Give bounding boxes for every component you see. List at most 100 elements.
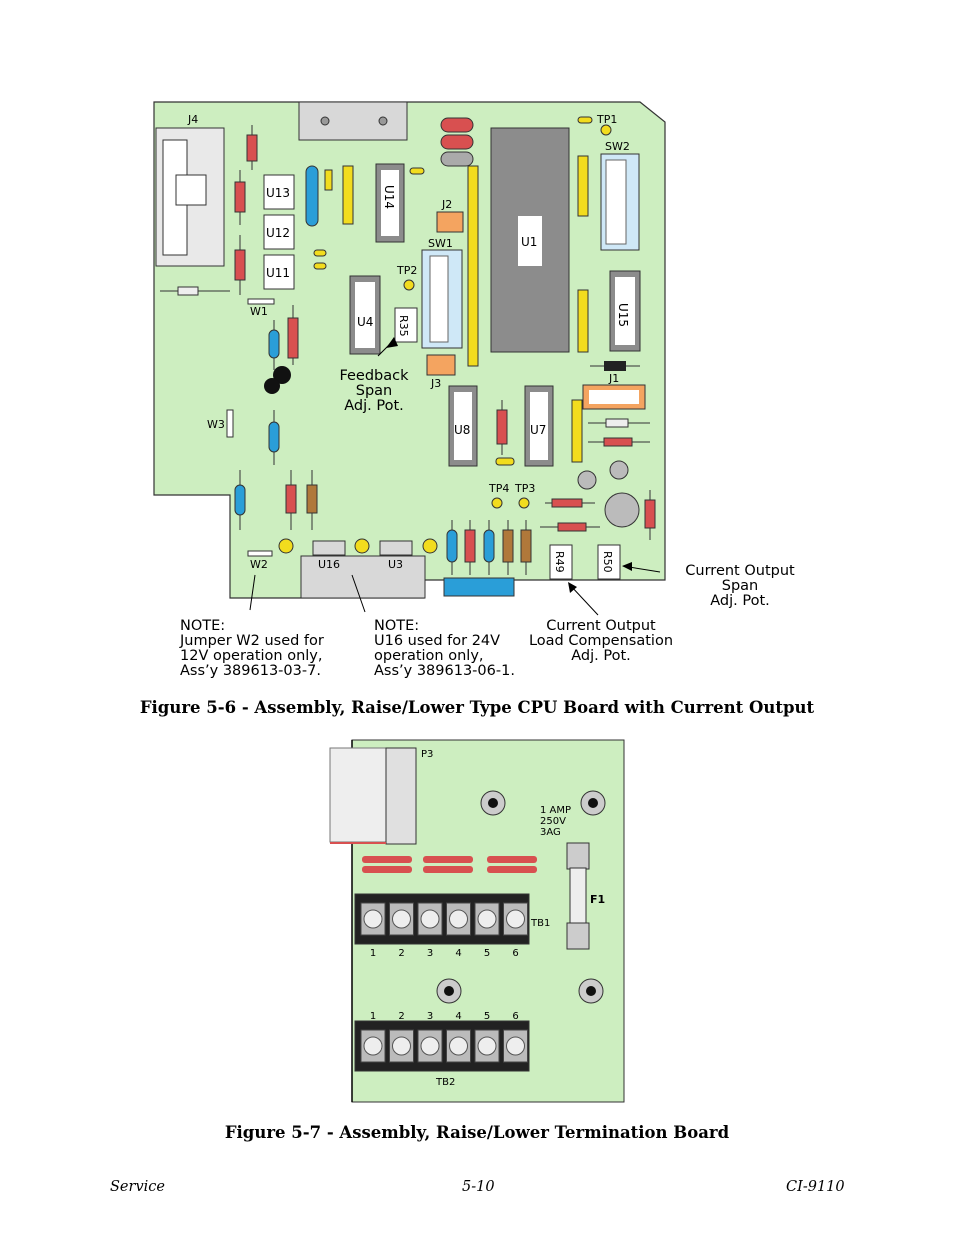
note-w2-4: Ass’y 389613-03-7. [180,663,321,679]
tb2-terminal-number: 6 [512,1011,518,1022]
u16-u3-regulators: U16 U3 [300,540,426,599]
svg-text:U3: U3 [388,558,403,571]
tb1-screw-head-3 [420,909,440,929]
r50-pot: R50 [597,544,621,580]
footer-doc-id: CI-9110 [786,1179,845,1195]
tb2-terminal-number: 2 [398,1011,404,1022]
j2-connector: J2 [436,198,464,233]
round-part-3 [604,492,640,528]
r49-pot: R49 [549,544,573,580]
svg-text:F1: F1 [590,893,605,906]
u4-chip: U4 [349,275,381,355]
sw2-dip-switch: SW2 [600,140,640,251]
lower-left-resistors [285,470,532,575]
load-callout-1: Current Output [546,618,656,634]
svg-text:R35: R35 [397,315,410,337]
svg-text:U8: U8 [454,423,470,437]
u13-chip: U13 [263,174,295,210]
j4-label: J4 [187,113,198,126]
svg-text:TP4: TP4 [488,482,509,495]
svg-text:TP3: TP3 [514,482,535,495]
feedback-callout-2: Span [356,383,392,399]
tb1-terminal-number: 1 [370,948,376,959]
svg-text:TB1: TB1 [530,918,550,929]
u15-chip: U15 [609,270,641,352]
tb1-terminal-number: 5 [484,948,490,959]
red-resistor-arrays [362,856,537,873]
top-heatsink [298,101,408,141]
diode [604,361,626,371]
svg-text:TP2: TP2 [396,264,417,277]
note-w2-3: 12V operation only, [180,648,323,664]
note-w2-2: Jumper W2 used for [179,633,324,649]
svg-text:R50: R50 [601,551,614,573]
svg-text:SW2: SW2 [605,140,630,153]
svg-text:U1: U1 [521,235,537,249]
u7-chip: U7 [524,385,554,467]
svg-text:U12: U12 [266,226,290,240]
tb1-terminal-number: 6 [512,948,518,959]
tb1-terminal-number: 4 [455,948,461,959]
footer-section: Service [110,1179,165,1195]
u11-chip: U11 [263,254,295,290]
u8-chip: U8 [448,385,478,467]
mounting-holes [436,790,606,1004]
note-u16-4: Ass’y 389613-06-1. [374,663,515,679]
svg-text:U7: U7 [530,423,546,437]
red-oval-parts [440,117,474,167]
tb2-screw-head-2 [392,1036,411,1056]
feedback-callout-1: Feedback [339,368,409,384]
test-points: TP1 TP2 TP4 TP3 [396,113,617,509]
figure-5-6-caption: Figure 5-6 - Assembly, Raise/Lower Type … [139,698,815,717]
svg-text:U13: U13 [266,186,290,200]
tb1-screw-head-5 [477,909,497,929]
w3-label: W3 [207,418,225,431]
tb1-terminal-number: 2 [398,948,404,959]
fuse-rating-2: 250V [540,816,566,827]
round-part-2 [609,460,629,480]
svg-text:U11: U11 [266,266,290,280]
blue-connector [443,577,515,597]
yellow-headers [313,116,593,466]
transistor-2 [264,378,280,394]
figure-5-7-board: P3 1 AMP 250V 3AG F1 [329,739,625,1103]
svg-text:U4: U4 [357,315,373,329]
fuse-f1: F1 [566,842,605,950]
span-callout-1: Current Output [685,563,795,579]
j1-connector: J1 [582,372,646,410]
u1-chip: U1 [490,127,570,353]
note-u16-3: operation only, [374,648,484,664]
w1-jumper [247,298,275,305]
right-resistors [540,418,656,540]
w2-jumper [247,550,273,557]
tb1-terminal-number: 3 [427,948,433,959]
tb2-terminal-number: 5 [484,1011,490,1022]
span-callout-2: Span [722,578,758,594]
u12-chip: U12 [263,214,295,250]
tb2-terminal-number: 1 [370,1011,376,1022]
tb2-screw-head-3 [420,1036,440,1056]
svg-text:J2: J2 [441,198,452,211]
sw1-dip-switch: SW1 [421,237,463,349]
note-u16-1: NOTE: [374,618,419,634]
transistor-1 [273,366,291,384]
tb2-screw-head-6 [506,1036,525,1056]
round-part-1 [577,470,597,490]
svg-text:R49: R49 [553,551,566,573]
fuse-rating-1: 1 AMP [540,805,571,816]
tb2-screw-head-4 [449,1036,468,1056]
tb1-screw-head-6 [506,909,525,929]
blue-capacitors [234,165,495,575]
tb1-screw-head-2 [392,909,411,929]
left-resistors [160,125,299,365]
load-callout-2: Load Compensation [529,633,673,649]
svg-text:TB2: TB2 [435,1077,455,1088]
mid-resistor [496,409,508,445]
svg-text:SW1: SW1 [428,237,453,250]
note-w2-1: NOTE: [180,618,225,634]
load-callout-3: Adj. Pot. [571,648,631,664]
tb2-screw-head-1 [363,1036,383,1056]
tb1-screw-head-4 [449,909,468,929]
fuse-rating-3: 3AG [540,827,561,838]
